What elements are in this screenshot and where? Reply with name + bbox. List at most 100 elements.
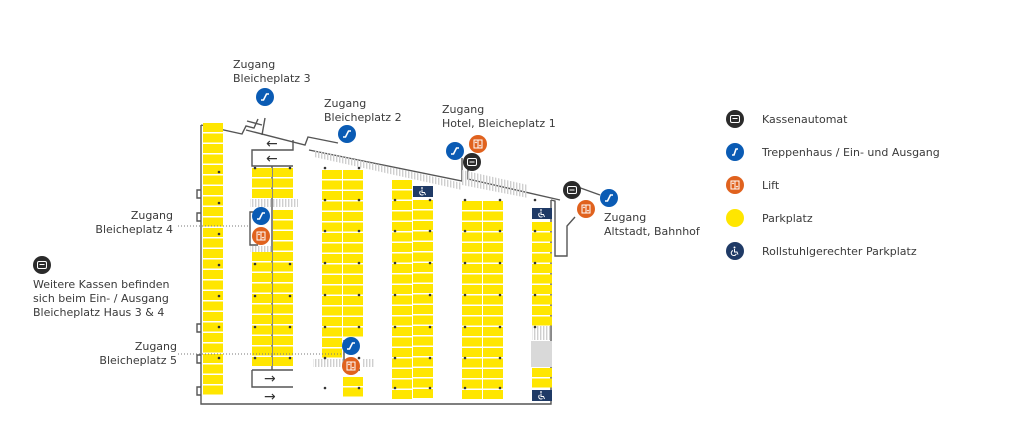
parking-spot xyxy=(413,336,433,346)
parking-spot xyxy=(392,211,412,221)
parking-spot xyxy=(322,212,342,221)
legend-item-kasse: Kassenautomat xyxy=(726,108,940,130)
parking-spot xyxy=(413,273,433,283)
legend-label: Lift xyxy=(762,178,780,192)
parking-spot xyxy=(462,243,482,252)
parking-spot xyxy=(462,201,482,210)
parking-spot xyxy=(392,232,412,242)
column-dot xyxy=(428,356,432,360)
column-dot xyxy=(393,356,397,360)
label-altstadt: Zugang Altstadt, Bahnhof xyxy=(604,211,700,239)
wheelchair-head xyxy=(540,209,542,211)
legend-item-wheelchair: Rollstuhlgerechter Parkplatz xyxy=(726,240,940,262)
column-dot xyxy=(498,356,502,360)
parking-spot xyxy=(483,253,503,263)
legend-label: Rollstuhlgerechter Parkplatz xyxy=(762,244,917,258)
parking-spot xyxy=(203,249,223,258)
parking-spot xyxy=(273,210,293,219)
direction-arrow-left: ← xyxy=(266,151,278,167)
label-bleicheplatz-5: Zugang Bleicheplatz 5 xyxy=(80,340,177,368)
lift-icon xyxy=(469,135,487,153)
parking-spot xyxy=(462,274,482,284)
label-bleicheplatz-3: Zugang Bleicheplatz 3 xyxy=(233,58,311,86)
parking-spot xyxy=(413,294,433,304)
parking-spot xyxy=(343,212,363,221)
column-dot xyxy=(217,325,221,329)
parking-spot xyxy=(392,243,412,252)
parking-spot xyxy=(252,294,272,303)
parking-spot xyxy=(483,348,503,357)
parking-spot xyxy=(203,364,223,374)
parking-spot xyxy=(322,296,342,305)
legend-item-lift: Lift xyxy=(726,174,940,196)
column-dot xyxy=(323,229,327,233)
legend-item-parking: Parkplatz xyxy=(726,207,940,229)
column-dot xyxy=(253,166,257,170)
parking-spot xyxy=(462,306,482,315)
label-line: Bleicheplatz 3 xyxy=(233,72,311,85)
wheelchair-spot-bg xyxy=(532,390,552,401)
parking-spot xyxy=(392,369,412,378)
parking-spot xyxy=(322,254,342,263)
parking-spot xyxy=(532,274,552,284)
parking-spot xyxy=(343,180,363,190)
parking-spot xyxy=(483,327,503,336)
column-dot xyxy=(323,198,327,202)
column-dot xyxy=(357,261,361,265)
column-dot xyxy=(498,198,502,202)
parking-spot xyxy=(273,252,293,261)
parking-spot xyxy=(273,189,293,198)
note-line: Bleicheplatz Haus 3 & 4 xyxy=(33,306,165,319)
column-dot xyxy=(323,261,327,265)
stair-icon xyxy=(726,143,744,161)
column-dot xyxy=(357,166,361,170)
column-dot xyxy=(323,356,327,360)
parking-spot xyxy=(273,273,293,282)
parking-spot xyxy=(532,316,552,326)
column-dot xyxy=(393,325,397,329)
wheelchair-icon xyxy=(538,393,545,400)
label-line: Altstadt, Bahnhof xyxy=(604,225,700,238)
parking-spot xyxy=(252,325,272,335)
parking-spot xyxy=(392,274,412,284)
parking-spot xyxy=(343,327,363,337)
parking-spot xyxy=(413,284,433,293)
parking-spot xyxy=(483,379,503,389)
parking-spot xyxy=(462,337,482,347)
parking-spot xyxy=(483,295,503,305)
parking-spot xyxy=(252,262,272,272)
parking-spot xyxy=(343,387,363,397)
wheelchair-spot xyxy=(532,208,552,219)
parking-spot xyxy=(273,357,293,366)
parking-spot xyxy=(413,231,433,241)
parking-spot xyxy=(483,201,503,210)
parking-spot xyxy=(392,306,412,315)
column-dot xyxy=(428,229,432,233)
label-bleicheplatz-2: Zugang Bleicheplatz 2 xyxy=(324,97,402,125)
parking-spot xyxy=(483,369,503,378)
column-dot xyxy=(253,325,257,329)
kasse-icon xyxy=(563,181,581,199)
lift-icon xyxy=(252,227,270,245)
lift-icon xyxy=(342,357,360,375)
parking-spot xyxy=(483,222,503,231)
wheelchair-spot xyxy=(532,390,552,401)
column-dot xyxy=(217,201,221,205)
wheelchair-icon xyxy=(538,211,545,218)
parking-spot xyxy=(273,241,293,251)
parking-spot xyxy=(322,201,342,211)
parking-spot xyxy=(483,358,503,368)
parking-spot xyxy=(343,275,363,284)
parking-spot xyxy=(252,304,272,314)
parking-spot xyxy=(413,242,433,251)
column-dot xyxy=(217,170,221,174)
parking-spot xyxy=(462,358,482,368)
parking-spot xyxy=(483,337,503,347)
parking-spot xyxy=(343,377,363,386)
parking-spot xyxy=(203,280,223,290)
column-dot xyxy=(253,262,257,266)
column-dot xyxy=(428,325,432,329)
parking-spot xyxy=(203,270,223,279)
parking-spot xyxy=(273,231,293,240)
